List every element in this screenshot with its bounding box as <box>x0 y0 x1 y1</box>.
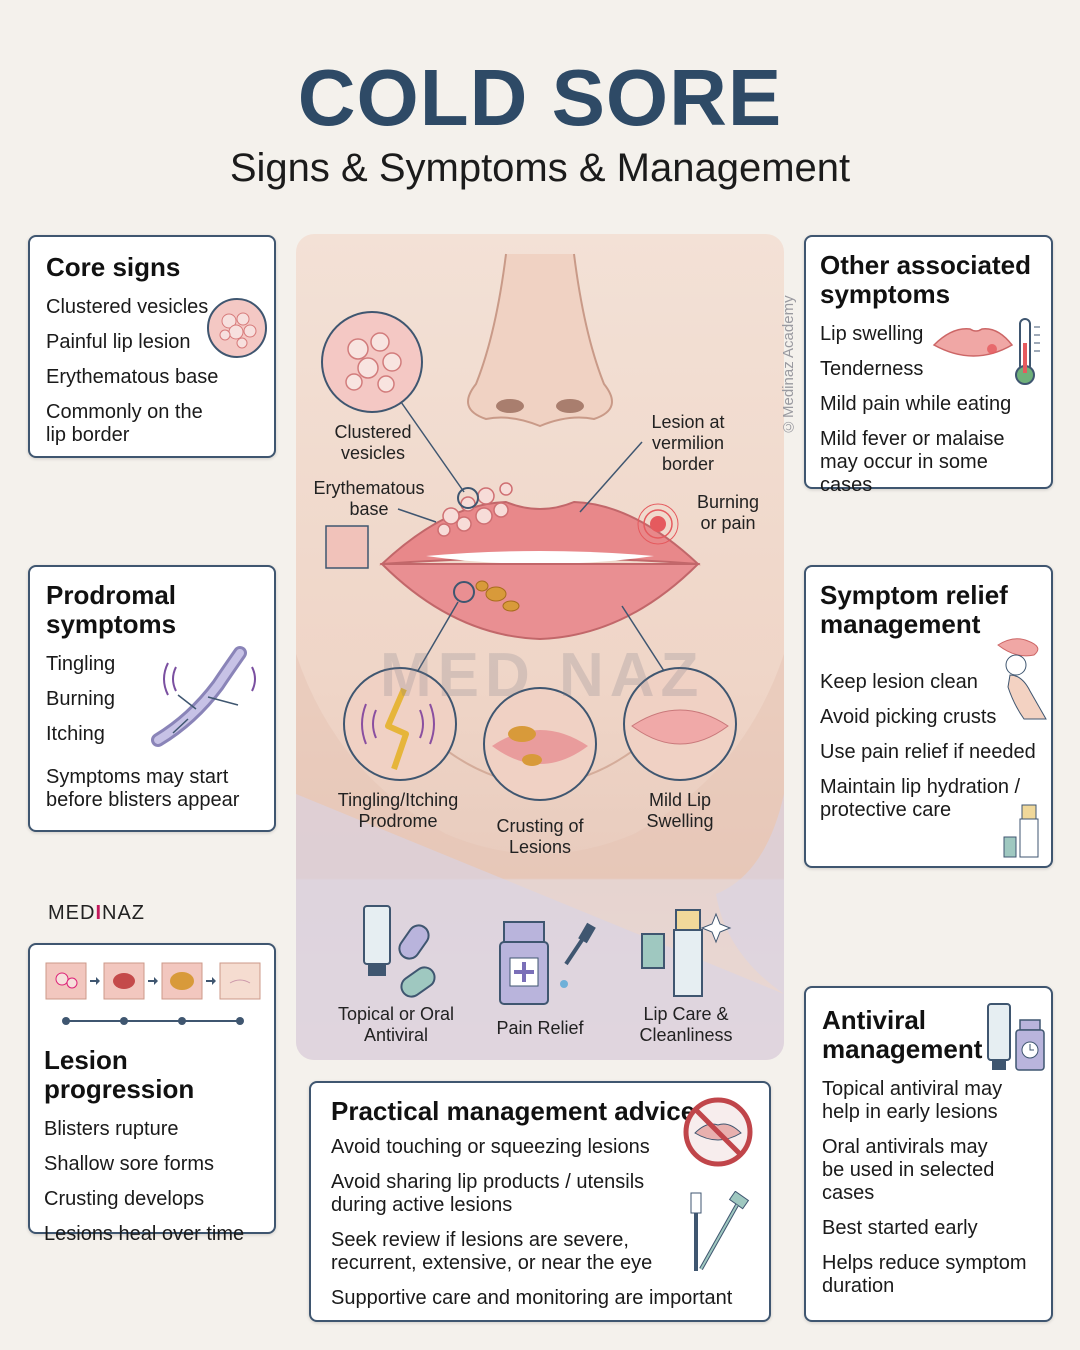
label-tingling-prodrome: Tingling/Itching Prodrome <box>337 790 459 831</box>
other-symptoms-item: Mild pain while eating <box>820 393 1012 415</box>
relief-item: Keep lesion clean <box>820 671 978 693</box>
prodromal-item: Burning <box>46 688 115 710</box>
antiviral-item: Best started early <box>822 1217 978 1239</box>
practical-item: Seek review if lesions are severe, recur… <box>331 1229 653 1274</box>
core-signs-item: Clustered vesicles <box>46 296 209 318</box>
antiviral-tube-bottle-icon <box>987 1003 1045 1071</box>
face-illustration: Clustered vesicles Erythematous base Les… <box>296 234 784 1060</box>
relief-item: Use pain relief if needed <box>820 741 1036 763</box>
progression-item: Crusting develops <box>44 1188 205 1210</box>
relief-card: Symptom relief management Keep lesion cl… <box>804 565 1053 868</box>
progression-item: Blisters rupture <box>44 1118 179 1140</box>
core-signs-item: Erythematous base <box>46 366 219 388</box>
prodromal-item: Tingling <box>46 653 116 675</box>
antiviral-title: Antiviral management <box>822 1005 983 1064</box>
core-signs-item: Commonly on the lip border <box>46 401 203 446</box>
practical-item: Avoid touching or squeezing lesions <box>331 1136 650 1158</box>
other-symptoms-item: Lip swelling <box>820 323 924 345</box>
antiviral-item: Helps reduce symptom duration <box>822 1252 1027 1297</box>
progression-card: Lesion progression Blisters rupture Shal… <box>28 943 276 1245</box>
page-title: COLD SORE <box>297 53 783 142</box>
watermark: MED NAZ <box>380 641 705 710</box>
practical-item: Avoid sharing lip products / utensils du… <box>331 1171 645 1216</box>
prodromal-title: Prodromal symptoms <box>46 580 177 639</box>
core-signs-card: Core signs Clustered vesicles Painful li… <box>28 235 276 458</box>
vesicle-cluster-icon <box>207 298 267 358</box>
other-symptoms-card: Other associated symptoms Lip swelling T… <box>804 235 1053 496</box>
antiviral-item: Topical antiviral may help in early lesi… <box>822 1078 1003 1123</box>
relief-item: Avoid picking crusts <box>820 706 997 728</box>
prodromal-item: Itching <box>46 723 105 745</box>
other-symptoms-title: Other associated symptoms <box>820 250 1031 309</box>
core-signs-item: Painful lip lesion <box>46 331 191 353</box>
label-erythematous-base: Erythematous base <box>313 478 425 519</box>
face-drawing <box>296 253 784 1060</box>
progression-item: Shallow sore forms <box>44 1153 215 1175</box>
label-mild-lip-swelling: Mild Lip Swelling <box>646 790 714 831</box>
progression-title: Lesion progression <box>44 1045 195 1104</box>
page-subtitle: Signs & Symptoms & Management <box>229 146 851 190</box>
antiviral-item: Oral antivirals may be used in selected … <box>822 1136 995 1204</box>
prodromal-card: Prodromal symptoms Tingling Burning Itch… <box>28 565 276 832</box>
treatment-lip-care-caption: Lip Care & Cleanliness <box>639 1004 733 1045</box>
treatment-antiviral-caption: Topical or Oral Antiviral <box>337 1004 455 1045</box>
medinaz-logo: MEDINAZ <box>48 902 146 924</box>
prodromal-item: Symptoms may start before blisters appea… <box>46 766 240 811</box>
progression-stages-icon <box>45 962 261 1025</box>
core-signs-title: Core signs <box>46 252 181 282</box>
no-touching-lips-icon <box>683 1097 753 1167</box>
relief-item: Maintain lip hydration / protective care <box>820 776 1021 821</box>
label-vermilion-border: Lesion at vermilion border <box>651 412 725 474</box>
relief-title: Symptom relief management <box>820 580 1008 639</box>
treatment-pain-relief-caption: Pain Relief <box>496 1018 584 1038</box>
progression-item: Lesions heal over time <box>44 1223 245 1245</box>
antiviral-card: Antiviral management Topical antiviral m… <box>804 986 1053 1322</box>
copyright-vertical: ©Medinaz Academy <box>780 295 797 435</box>
label-clustered-vesicles: Clustered vesicles <box>334 422 412 463</box>
lip-balm-icon <box>1003 804 1039 858</box>
label-crusting-lesions: Crusting of Lesions <box>496 816 584 857</box>
toothbrush-icon <box>690 1191 750 1271</box>
practical-title: Practical management advice <box>331 1096 696 1126</box>
other-symptoms-item: Mild fever or malaise may occur in some … <box>820 428 1005 496</box>
cleaning-hand-icon <box>997 638 1047 720</box>
lip-thermometer-icon <box>932 318 1040 385</box>
label-burning-pain: Burning or pain <box>696 492 760 533</box>
other-symptoms-item: Tenderness <box>820 358 924 380</box>
nerve-icon <box>151 646 256 747</box>
practical-item: Supportive care and monitoring are impor… <box>331 1287 733 1309</box>
practical-card: Practical management advice Avoid touchi… <box>309 1081 771 1322</box>
